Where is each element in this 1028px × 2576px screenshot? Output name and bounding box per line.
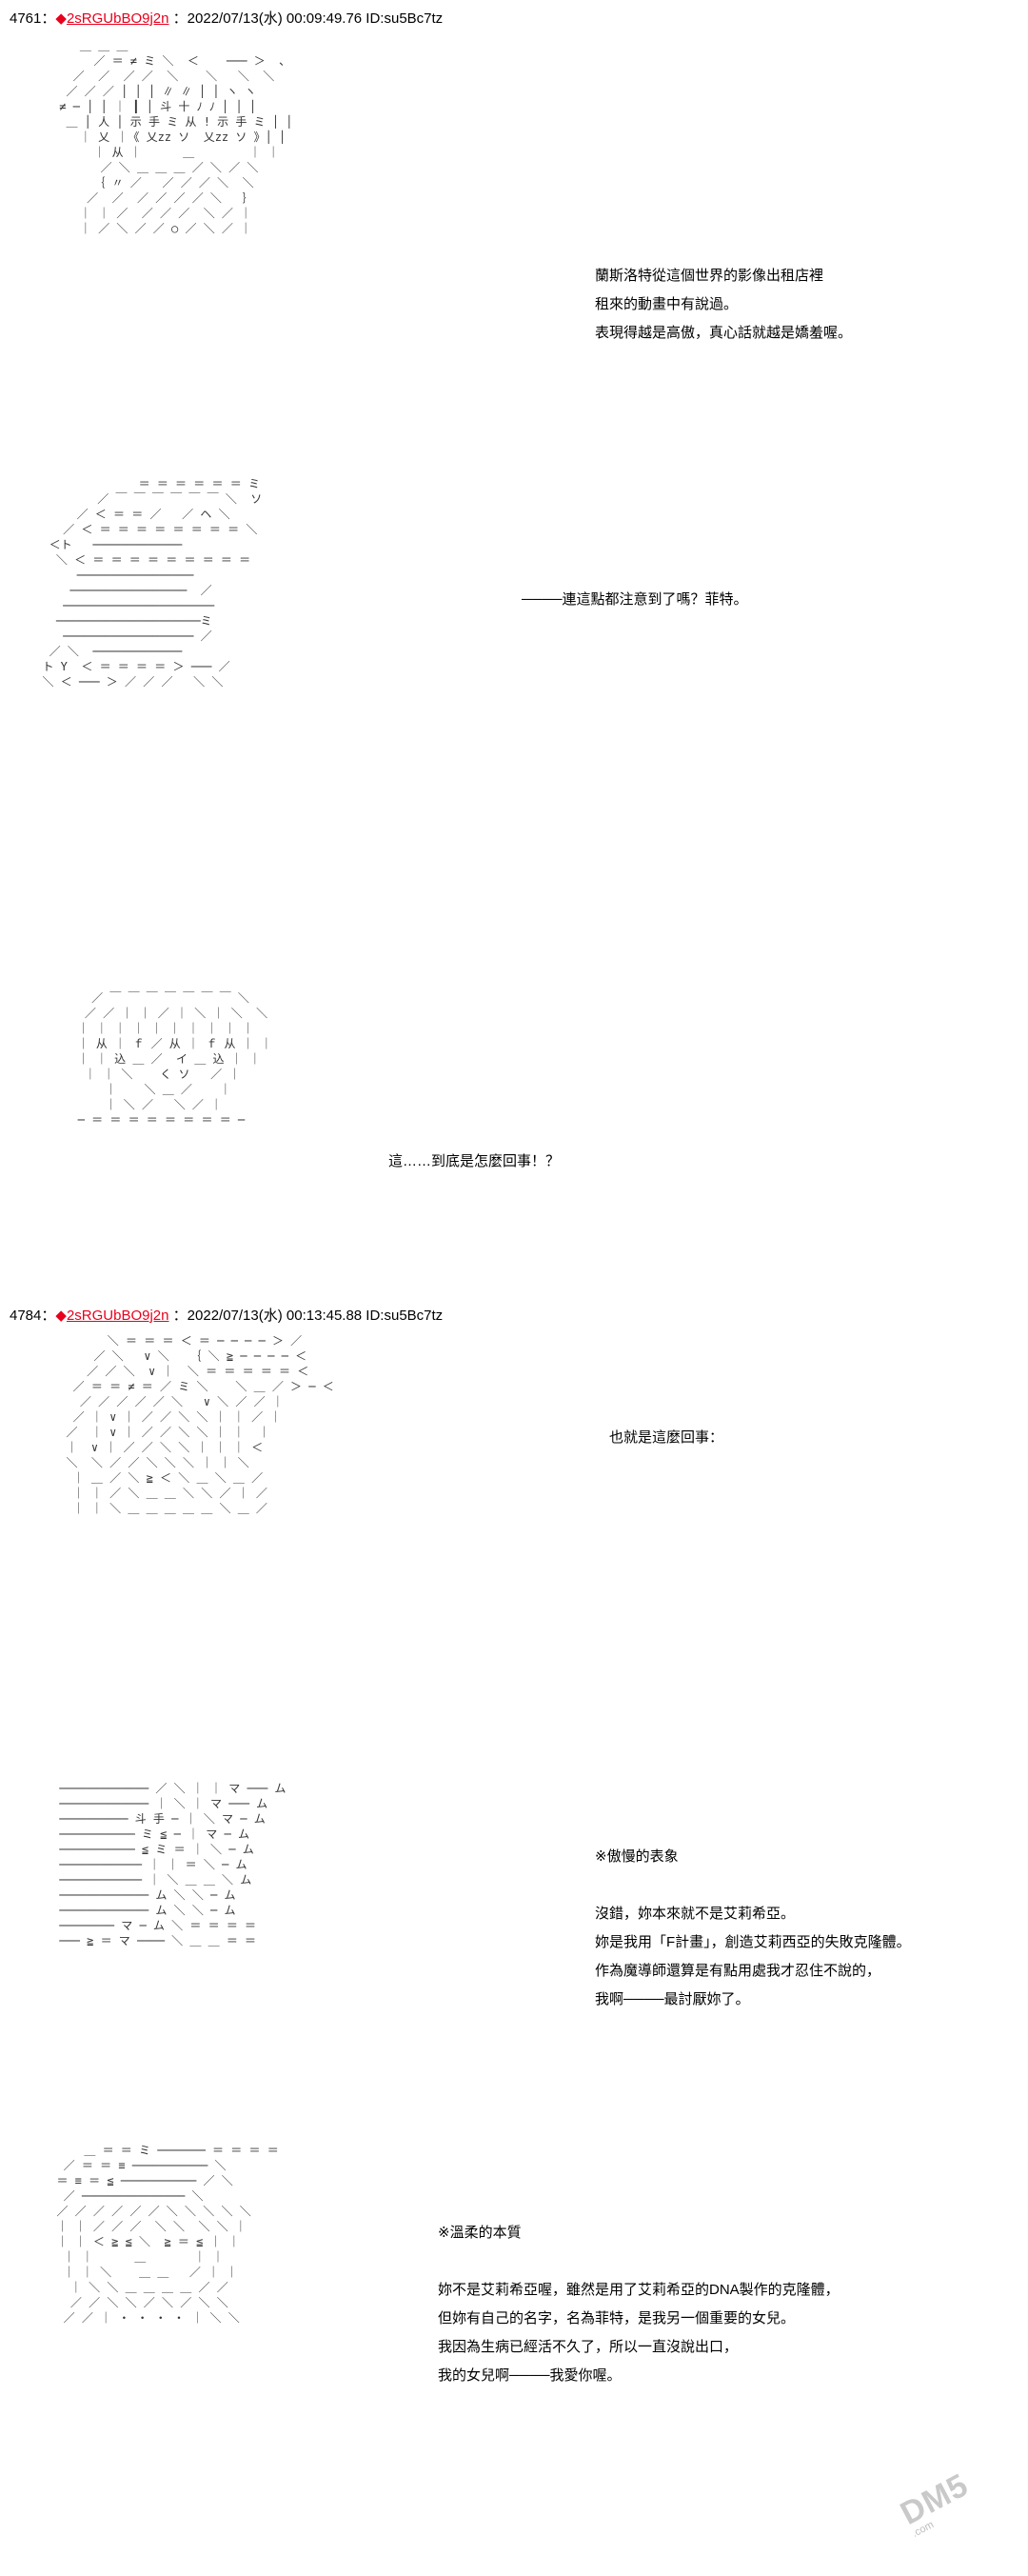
trip-code-link[interactable]: 2sRGUbBO9j2n [66, 1308, 169, 1324]
dialog-line: 作為魔導師還算是有點用處我才忍住不說的， [595, 1963, 881, 1979]
ascii-art: ＝ ＝ ＝ ＝ ＝ ＝ ミ ／ ￣ ￣ ￣ ￣ ￣ ￣ ＼ ソ ／ ＜ ＝ ＝ … [42, 477, 263, 689]
ascii-art-panel: ＼ ＝ ＝ ＝ ＜ ＝ ─ ─ ─ ─ ＞ ／ ／ ＼ ∨ ＼ ｛ ＼ ≧ ─ … [52, 1333, 585, 1762]
dialog-block: ※傲慢的表象 沒錯，妳本來就不是艾莉希亞。 妳是我用「F計畫」，創造艾莉西亞的失… [595, 1843, 911, 2014]
ascii-art-panel: ／ ￣ ￣ ￣ ￣ ￣ ￣ ￣ ＼ ／ ／ ｜ ｜ ／ ｜ ＼ ｜ ＼ ＼ ｜ … [57, 990, 419, 1276]
ascii-art: ＼ ＝ ＝ ＝ ＜ ＝ ─ ─ ─ ─ ＞ ／ ／ ＼ ∨ ＼ ｛ ＼ ≧ ─ … [66, 1334, 334, 1515]
ascii-art: ───────────── ／ ＼ ｜ ｜ マ ─── ム ──────────… [59, 1782, 287, 1947]
dialog-line: 這……到底是怎麼回事！？ [388, 1153, 561, 1169]
ascii-art: ＿ ＿ ＿ ／ ＝ ≠ ミ ＼ ＜ ─── ＞ 、 ／ ／ ／ ／ ＼ ＼ ＼ … [59, 39, 293, 235]
dialog-line: 我的女兒啊────我愛你喔。 [438, 2367, 622, 2384]
dialog-line [438, 2247, 840, 2276]
dialog-block: ※溫柔的本質 妳不是艾莉希亞喔，雖然是用了艾莉希亞的DNA製作的克隆體， 但妳有… [438, 2219, 840, 2390]
dialog-line: 妳不是艾莉希亞喔，雖然是用了艾莉希亞的DNA製作的克隆體， [438, 2282, 840, 2298]
trip-code-link[interactable]: 2sRGUbBO9j2n [66, 10, 169, 27]
dialog-line [595, 1871, 911, 1900]
ascii-art: ／ ￣ ￣ ￣ ￣ ￣ ￣ ￣ ＼ ／ ／ ｜ ｜ ／ ｜ ＼ ｜ ＼ ＼ ｜ … [77, 991, 272, 1127]
ascii-art: ＿ ＝ ＝ ミ ─────── ＝ ＝ ＝ ＝ ／ ＝ ＝ ≡ ────────… [56, 2144, 279, 2325]
dialog-line: 蘭斯洛特從這個世界的影像出租店裡 [595, 268, 824, 284]
dialog-line: 也就是這麼回事： [609, 1429, 724, 1446]
ascii-art-panel: ＝ ＝ ＝ ＝ ＝ ＝ ミ ／ ￣ ￣ ￣ ￣ ￣ ￣ ＼ ソ ／ ＜ ＝ ＝ … [29, 476, 714, 952]
post-date: 2022/07/13(水) 00:09:49.76 ID:su5Bc7tz [187, 10, 444, 27]
site-watermark-logo: DM5 .com [895, 2446, 1028, 2576]
dialog-line: 沒錯，妳本來就不是艾莉希亞。 [595, 1906, 796, 1922]
dialog-block: ────連這點都注意到了嗎？菲特。 [522, 586, 748, 614]
post-header: 4784：◆2sRGUbBO9j2n ：2022/07/13(水) 00:13:… [10, 1308, 444, 1324]
dialog-line: ※溫柔的本質 [438, 2225, 522, 2241]
dialog-line: ────連這點都注意到了嗎？菲特。 [522, 591, 748, 608]
dialog-line: 租來的動畫中有說過。 [595, 296, 739, 312]
trip-marker: ◆ [55, 10, 67, 27]
dialog-block: 這……到底是怎麼回事！？ [388, 1148, 560, 1176]
ascii-art-panel: ＿ ＝ ＝ ミ ─────── ＝ ＝ ＝ ＝ ／ ＝ ＝ ≡ ────────… [43, 2143, 443, 2552]
post-header: 4761：◆2sRGUbBO9j2n ：2022/07/13(水) 00:09:… [10, 10, 444, 27]
post-date: 2022/07/13(水) 00:13:45.88 ID:su5Bc7tz [187, 1308, 444, 1324]
dialog-block: 也就是這麼回事： [609, 1424, 723, 1452]
post-number: 4784 [10, 1308, 42, 1324]
post-number: 4761 [10, 10, 42, 27]
dialog-line: 我啊────最討厭妳了。 [595, 1991, 750, 2007]
ascii-art-panel: ───────────── ／ ＼ ｜ ｜ マ ─── ム ──────────… [52, 1781, 566, 2124]
dialog-line: 妳是我用「F計畫」，創造艾莉西亞的失敗克隆體。 [595, 1934, 911, 1950]
dialog-line: 表現得越是高傲，真心話就越是嬌羞喔。 [595, 325, 853, 341]
trip-marker: ◆ [55, 1308, 67, 1324]
dialog-block: 蘭斯洛特從這個世界的影像出租店裡 租來的動畫中有說過。 表現得越是高傲，真心話就… [595, 262, 852, 348]
dialog-line: 我因為生病已經活不久了，所以一直沒說出口， [438, 2339, 739, 2355]
dialog-line: 但妳有自己的名字，名為菲特，是我另一個重要的女兒。 [438, 2310, 796, 2326]
dialog-line: ※傲慢的表象 [595, 1848, 679, 1865]
ascii-art-panel: ＿ ＿ ＿ ／ ＝ ≠ ミ ＼ ＜ ─── ＞ 、 ／ ／ ／ ／ ＼ ＼ ＼ … [52, 38, 547, 448]
